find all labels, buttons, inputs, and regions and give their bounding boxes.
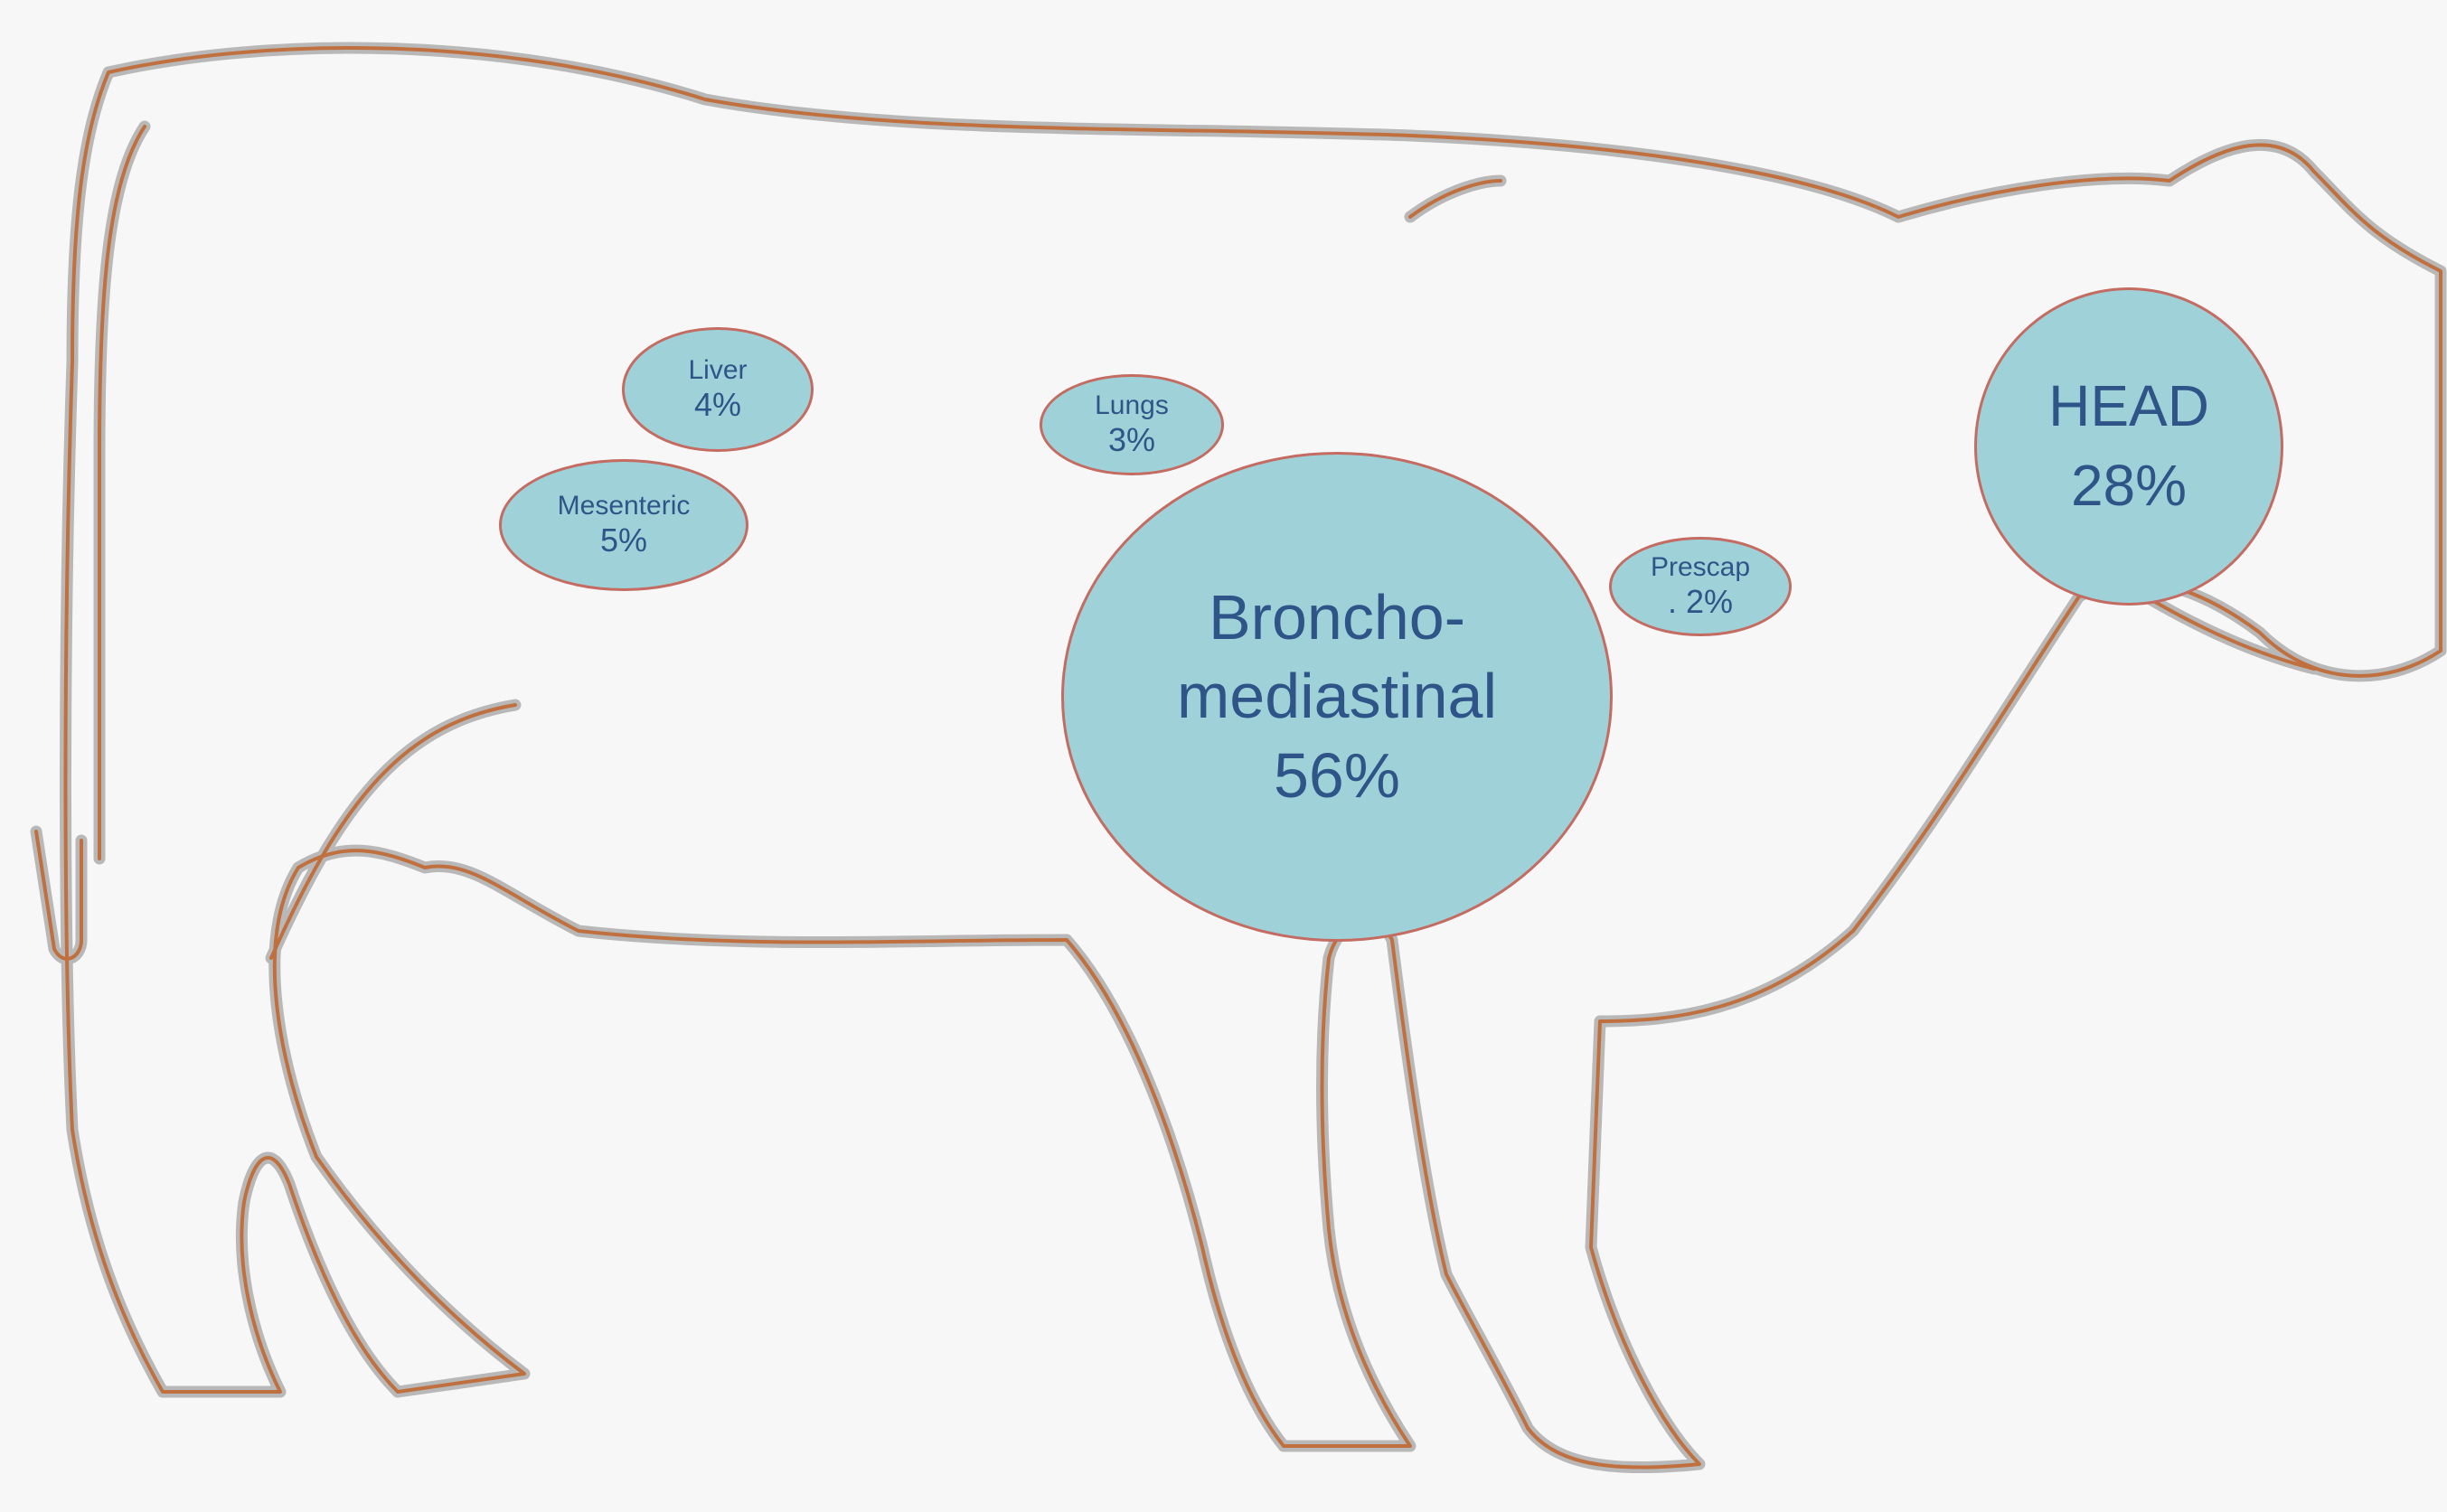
head-value: 28% [2071, 452, 2187, 521]
lungs-value: 3% [1108, 421, 1155, 459]
prescap-value: . 2% [1668, 583, 1733, 621]
bronchomediastinal-node: Broncho- mediastinal 56% [1061, 452, 1613, 942]
liver-node: Liver 4% [622, 327, 814, 452]
bronchomediastinal-label-line1: Broncho- [1209, 578, 1465, 658]
bronchomediastinal-label-line2: mediastinal [1177, 657, 1497, 737]
prescap-label: Prescap [1651, 551, 1750, 583]
liver-label: Liver [688, 354, 747, 386]
liver-value: 4% [694, 386, 741, 424]
head-node: HEAD 28% [1974, 287, 2283, 606]
mesenteric-label: Mesenteric [558, 490, 691, 521]
lungs-node: Lungs 3% [1040, 374, 1224, 475]
prescap-node: Prescap . 2% [1609, 537, 1792, 636]
lungs-label: Lungs [1095, 390, 1169, 421]
mesenteric-node: Mesenteric 5% [499, 459, 748, 591]
bronchomediastinal-value: 56% [1274, 737, 1400, 816]
mesenteric-value: 5% [600, 521, 647, 559]
head-label: HEAD [2048, 372, 2209, 441]
